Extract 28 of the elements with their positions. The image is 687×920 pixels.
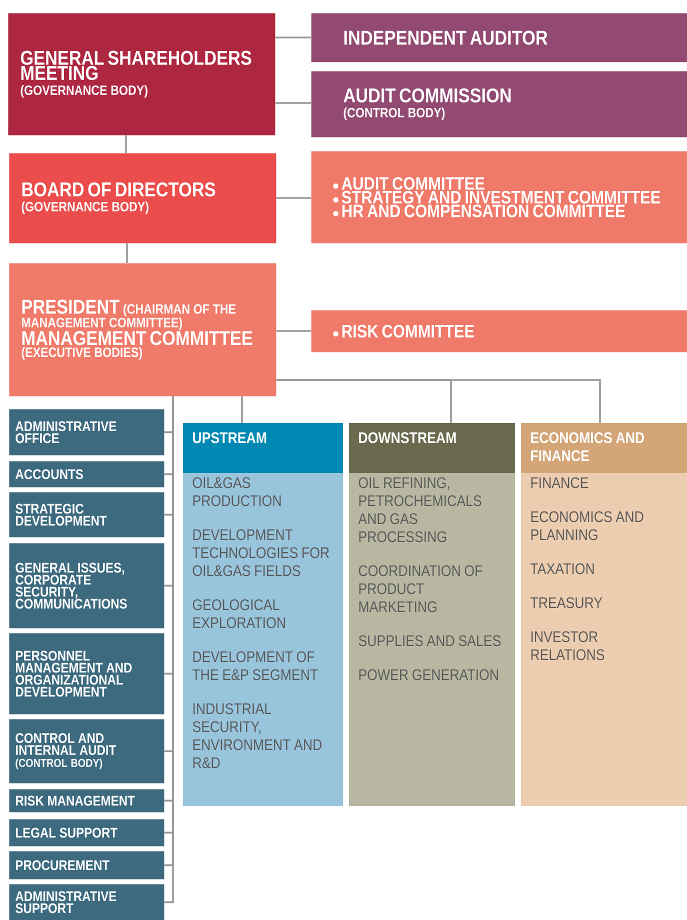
department-box: RISK MANAGEMENT <box>9 789 164 812</box>
executive-box: PRESIDENT (CHAIRMAN OF THE MANAGEMENT COMMITTEE) MANAGEMENT COMMITTEE (EXECUTIVE BODIES) <box>9 263 276 396</box>
connector-line <box>276 379 601 423</box>
governance-box: GENERAL SHAREHOLDERS MEETING (GOVERNANCE BODY) <box>8 13 276 136</box>
connector-line <box>275 102 311 104</box>
connector-line <box>275 36 311 38</box>
department-box: PERSONNEL MANAGEMENT AND ORGANIZATIONAL DEVELOPMENT <box>9 633 164 714</box>
division-column: UPSTREAM OIL&GAS PRODUCTION DEVELOPMENT TECHNOLOGIES FOR OIL&GAS FIELDS GEOLOGICAL EXPLORATION DEVELOPMENT OF THE E&P SEGMENT INDUSTRIAL SECURITY, ENVIRONMENT AND R&D <box>183 423 343 806</box>
department-box: ACCOUNTS <box>9 461 164 488</box>
governance-box: BOARD OF DIRECTORS (GOVERNANCE BODY) <box>9 153 276 244</box>
department-box: CONTROL AND INTERNAL AUDIT (CONTROL BODY) <box>9 719 164 784</box>
division-column: DOWNSTREAM OIL REFINING, PETROCHEMICALS AND GAS PROCESSING COORDINATION OF PRODUCT MARKETING SUPPLIES AND SALES POWER GENERATION <box>349 423 515 806</box>
department-box: PROCUREMENT <box>9 851 164 880</box>
department-box: ADMINISTRATIVE OFFICE <box>9 409 164 456</box>
connector-line <box>241 396 243 423</box>
committee-box: AUDIT COMMITTEE STRATEGY AND INVESTMENT COMMITTEE HR AND COMPENSATION COMMITTEE <box>311 151 687 244</box>
connector-line <box>276 330 311 332</box>
division-column: ECONOMICS AND FINANCE FINANCE ECONOMICS AND PLANNING TAXATION TREASURY INVESTOR RELATIONS <box>521 423 687 806</box>
department-box: LEGAL SUPPORT <box>9 819 164 846</box>
connector-line <box>126 243 128 263</box>
control-box: AUDIT COMMISSION (CONTROL BODY) <box>311 71 687 138</box>
department-box: STRATEGIC DEVELOPMENT <box>9 492 164 538</box>
department-box: GENERAL ISSUES, CORPORATE SECURITY, COMMUNICATIONS <box>9 543 164 628</box>
connector-line <box>125 135 127 153</box>
control-box: INDEPENDENT AUDITOR <box>311 13 687 62</box>
connector-line <box>276 197 311 199</box>
committee-box: RISK COMMITTEE <box>311 310 687 352</box>
department-box: ADMINISTRATIVE SUPPORT <box>9 884 164 920</box>
